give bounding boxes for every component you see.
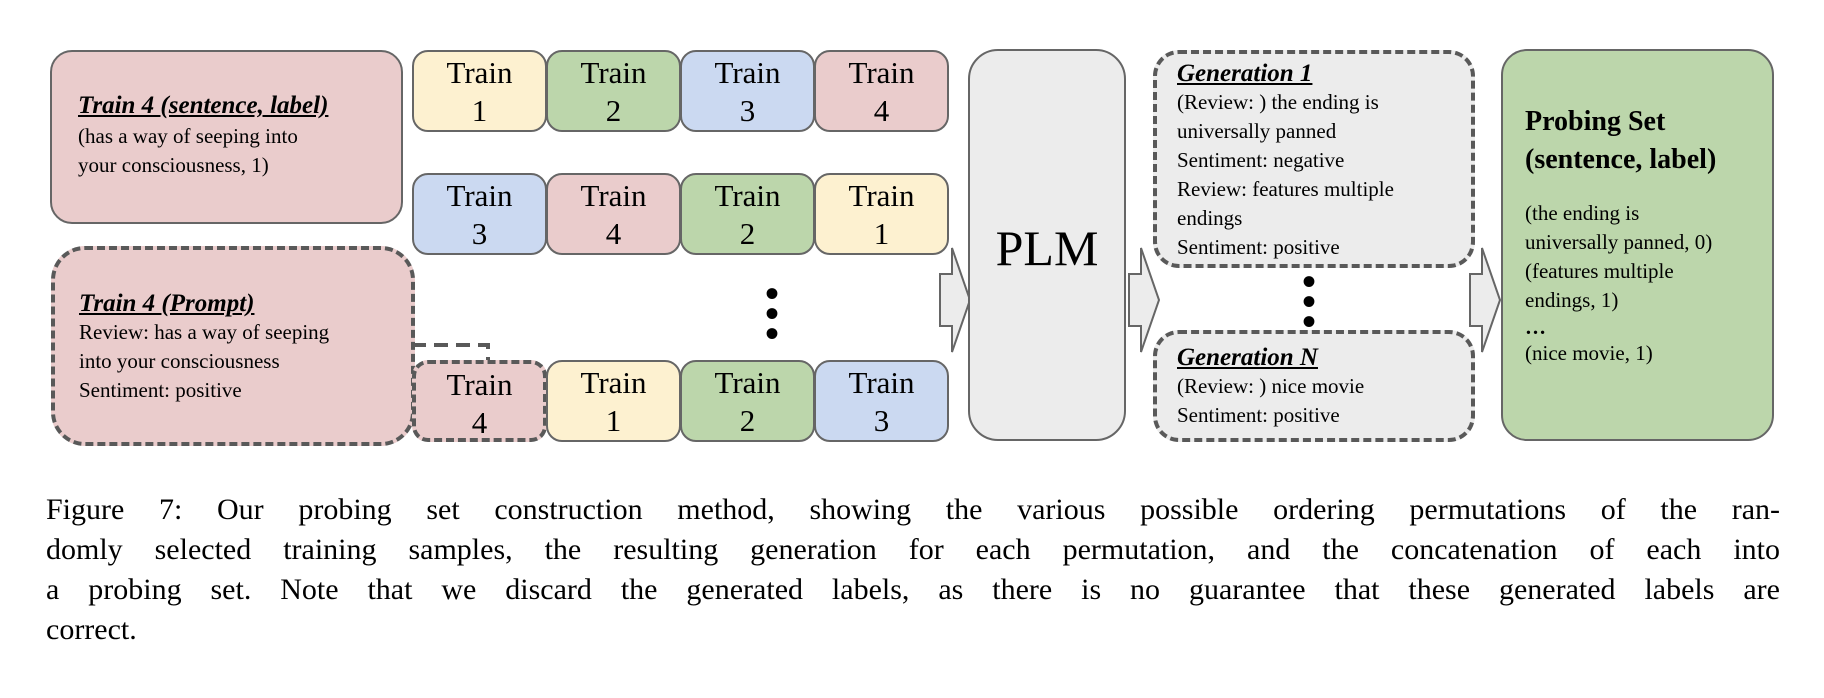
- train-sample-number: 4: [605, 216, 622, 251]
- train-sample-number: 1: [605, 403, 622, 438]
- generation-line: Sentiment: positive: [1177, 235, 1340, 259]
- train-sample-number: 2: [739, 216, 756, 251]
- arrow-to-plm-icon: [939, 247, 972, 353]
- train-prompt-title: Train 4 (Prompt): [79, 290, 255, 317]
- train-sample-word: Train: [714, 178, 781, 213]
- ellipsis-permutations: •••: [764, 271, 779, 356]
- arrow-to-generations-icon: [1128, 247, 1161, 353]
- arrow-to-probing-set-icon: [1469, 247, 1502, 353]
- probing-set-title-line: Probing Set: [1525, 106, 1666, 137]
- train-sentence-line: (has a way of seeping into: [78, 124, 298, 148]
- generation-1-title: Generation 1: [1177, 60, 1313, 87]
- generation-line: (Review: ) nice movie: [1177, 374, 1365, 398]
- train-sample-word: Train: [714, 55, 781, 90]
- train-sample-number: 2: [739, 403, 756, 438]
- generation-n-title: Generation N: [1177, 344, 1318, 371]
- probing-set-line: (features multiple: [1525, 259, 1674, 283]
- caption-line: correct.: [46, 613, 137, 646]
- probing-set-line: (nice movie, 1): [1525, 341, 1653, 365]
- generation-1-box: Generation 1 (Review: ) the ending is un…: [1153, 50, 1475, 268]
- train-sentence-label-title: Train 4 (sentence, label): [78, 92, 329, 119]
- generation-n-box: Generation N (Review: ) nice movie Senti…: [1153, 330, 1475, 442]
- train-sample-number: 4: [471, 405, 488, 440]
- train-sample-number: 1: [471, 93, 488, 128]
- ellipsis-generations: •••: [1301, 259, 1316, 344]
- generation-line: Sentiment: positive: [1177, 403, 1340, 427]
- train-sample-word: Train: [446, 367, 513, 402]
- train-sentence-label-box: Train 4 (sentence, label) (has a way of …: [50, 50, 403, 224]
- prompt-connector-line: [412, 343, 490, 361]
- probing-set-box: Probing Set (sentence, label) (the endin…: [1501, 49, 1774, 441]
- train-sample-word: Train: [848, 178, 915, 213]
- probing-set-line: (the ending is: [1525, 201, 1640, 225]
- train-prompt-line: into your consciousness: [79, 349, 280, 373]
- train-sample-number: 3: [739, 93, 756, 128]
- probing-set-line: endings, 1): [1525, 288, 1619, 312]
- train-sample-word: Train: [446, 178, 513, 213]
- train-sample-word: Train: [848, 365, 915, 400]
- figure-caption: Figure 7: Our probing set construction m…: [46, 490, 1780, 650]
- train-sentence-line: your consciousness, 1): [78, 153, 269, 177]
- probing-set-title-line: (sentence, label): [1525, 144, 1717, 175]
- train-sample-number: 4: [873, 93, 890, 128]
- generation-line: (Review: ) the ending is: [1177, 90, 1379, 114]
- train-sample-word: Train: [848, 55, 915, 90]
- caption-line: a probing set. Note that we discard the …: [46, 573, 1780, 606]
- caption-line: domly selected training samples, the res…: [46, 533, 1780, 566]
- train-sample-number: 3: [873, 403, 890, 438]
- train-sample-number: 2: [605, 93, 622, 128]
- train-prompt-line: Review: has a way of seeping: [79, 320, 330, 344]
- probing-set-line: …: [1525, 315, 1546, 339]
- generation-line: endings: [1177, 206, 1243, 230]
- probing-set-line: universally panned, 0): [1525, 230, 1713, 254]
- generation-line: universally panned: [1177, 119, 1337, 143]
- train-sample-word: Train: [580, 365, 647, 400]
- plm-label: PLM: [995, 220, 1099, 276]
- train-sample-number: 3: [471, 216, 488, 251]
- train-sample-word: Train: [580, 178, 647, 213]
- train-sample-word: Train: [580, 55, 647, 90]
- train-sample-number: 1: [873, 216, 890, 251]
- plm-model-box: PLM: [968, 49, 1126, 441]
- train-sample-word: Train: [446, 55, 513, 90]
- generation-line: Sentiment: negative: [1177, 148, 1345, 172]
- train-prompt-box: Train 4 (Prompt) Review: has a way of se…: [51, 246, 415, 446]
- generation-line: Review: features multiple: [1177, 177, 1394, 201]
- caption-line: Figure 7: Our probing set construction m…: [46, 493, 1780, 526]
- train-sample-word: Train: [714, 365, 781, 400]
- train-prompt-line: Sentiment: positive: [79, 378, 242, 402]
